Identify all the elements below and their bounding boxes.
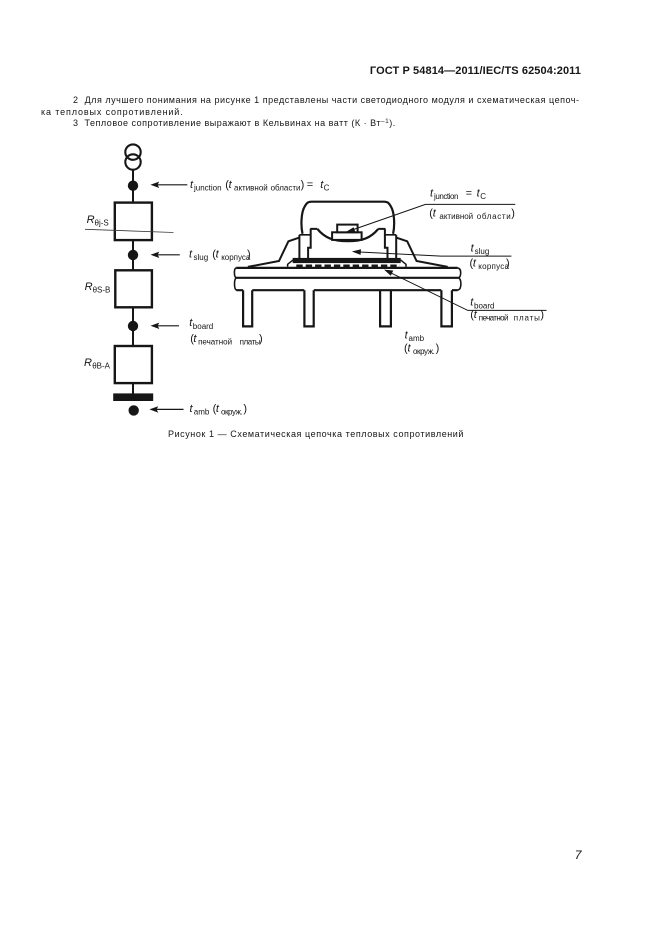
svg-text:tboard: tboard bbox=[189, 317, 213, 331]
svg-text:RθB-A: RθB-A bbox=[84, 357, 111, 371]
svg-text:Rθj-S: Rθj-S bbox=[87, 214, 109, 228]
svg-text:tboard: tboard bbox=[470, 297, 494, 311]
svg-text:tjunction =tC: tjunction =tC bbox=[430, 187, 486, 201]
svg-text:tamb: tamb bbox=[405, 330, 425, 344]
svg-text:RθS-B: RθS-B bbox=[85, 281, 111, 295]
svg-text:tslug: tslug bbox=[471, 243, 490, 257]
